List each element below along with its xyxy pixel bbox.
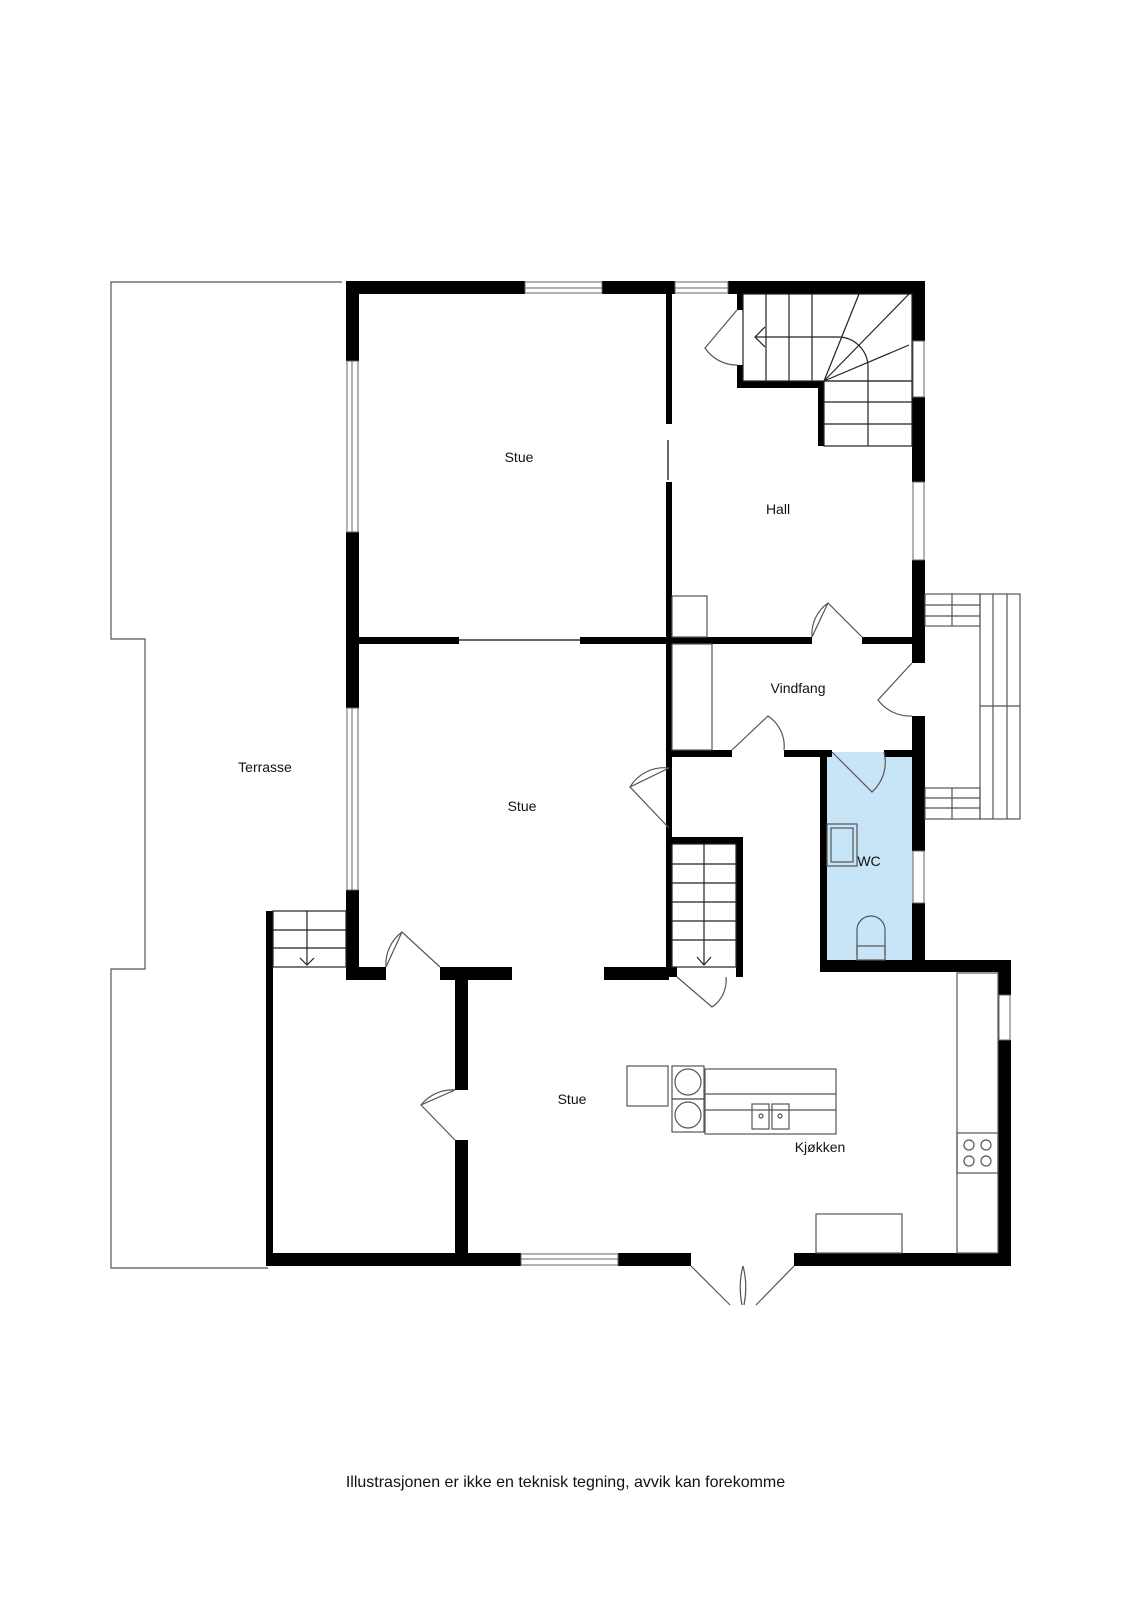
windows xyxy=(346,281,1011,1266)
room-label-stue-mid: Stue xyxy=(507,798,537,814)
room-label-wc: WC xyxy=(857,853,881,869)
wc-area xyxy=(827,752,913,968)
room-label-hall: Hall xyxy=(765,501,791,517)
room-label-vindfang: Vindfang xyxy=(770,680,826,696)
basement-staircase xyxy=(671,843,737,968)
hall-staircase xyxy=(742,293,913,447)
entrance-steps xyxy=(924,593,1021,820)
walls xyxy=(266,281,1011,1266)
room-label-stue-bottom: Stue xyxy=(557,1091,587,1107)
room-label-kjokken: Kjøkken xyxy=(794,1139,846,1155)
fixtures xyxy=(626,595,999,1254)
terrace-steps xyxy=(272,910,347,968)
terrace-outline xyxy=(110,281,342,1269)
room-label-stue-top: Stue xyxy=(504,449,534,465)
disclaimer-caption: Illustrasjonen er ikke en teknisk tegnin… xyxy=(345,1474,786,1491)
doors xyxy=(385,309,913,1306)
room-label-terrasse: Terrasse xyxy=(238,759,292,775)
